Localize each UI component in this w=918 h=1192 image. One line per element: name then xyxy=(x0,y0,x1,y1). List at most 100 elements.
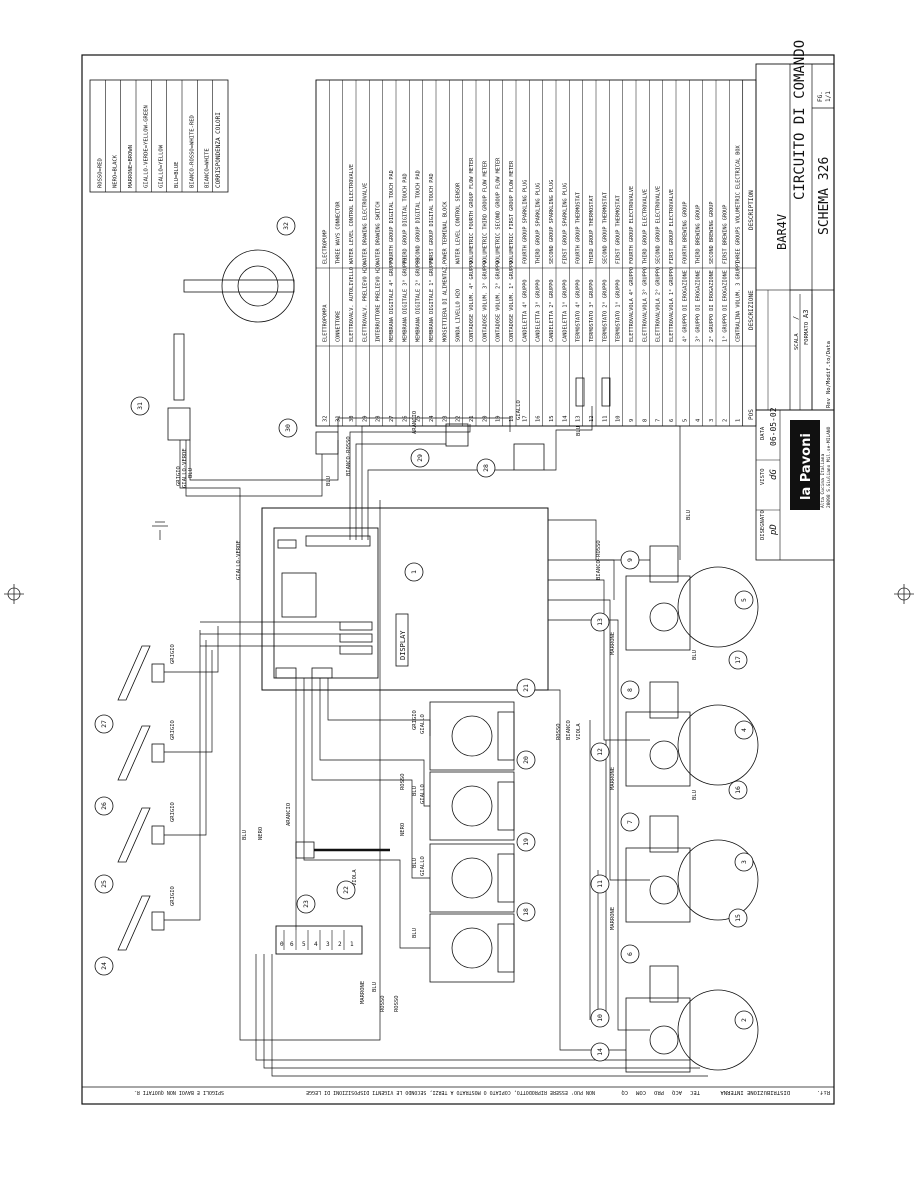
parts-it: TERMOSTATO 4° GRUPPO xyxy=(576,280,582,342)
callout-number: 23 xyxy=(302,900,310,908)
parts-en: VOLUMETRIC THIRD GROUP FLOW METER xyxy=(482,160,488,264)
callout-number: 10 xyxy=(596,1014,604,1022)
parts-pos: 24 xyxy=(429,416,435,423)
parts-en: FIRST GROUP THERMOSTAT xyxy=(616,195,622,264)
callout-bubble xyxy=(590,742,610,762)
control-box xyxy=(261,507,549,691)
label-rosso-right: ROSSO xyxy=(556,723,562,740)
parts-en: WATER LEVEL CONTROL SENSOR xyxy=(456,182,462,264)
parts-pos: 15 xyxy=(549,416,555,423)
parts-pos: 29 xyxy=(362,416,368,423)
parts-en: SECOND GROUP ELECTROVALVE xyxy=(656,186,662,264)
parts-it: 3° GRUPPO DI EROGAZIONE xyxy=(696,270,702,342)
callout-bubble xyxy=(516,832,536,852)
callout-number: 18 xyxy=(522,908,530,916)
callout-number: 30 xyxy=(284,424,292,432)
parts-en: SECOND BREWING GROUP xyxy=(709,202,715,264)
callout-number: 16 xyxy=(734,786,742,794)
parts-pos: 31 xyxy=(336,416,342,423)
callout-number: 26 xyxy=(100,802,108,810)
label-blu-30: BLU xyxy=(326,476,332,486)
label-blu-left: BLU xyxy=(242,830,248,840)
parts-en: WATER DRAWING SWITCH xyxy=(376,202,382,264)
svg-text:2: 2 xyxy=(338,941,342,948)
brand-logo xyxy=(790,420,820,510)
parts-en: FOURTH GROUP THERMOSTAT xyxy=(576,192,582,264)
label-blu-19: BLU xyxy=(412,858,418,868)
parts-en: FIRST GROUP ELECTROVALVE xyxy=(669,189,675,264)
parts-pos: 9 xyxy=(629,419,635,422)
parts-it: ELETTROVALVOLA 4° GRUPPO xyxy=(629,267,635,342)
footer-ref: Rif. xyxy=(817,1089,830,1095)
label-marrone-2: MARRONE xyxy=(610,907,616,930)
brand-line2: 20098 S.Giuliano Mil.se-MILANO xyxy=(826,426,832,508)
footer-legal: NON PUO' ESSERE RIPRODOTTO, COPIATO O MO… xyxy=(306,1089,595,1095)
footer-strip: Rif. DISTRIBUZIONE INTERNA TEC ACQ PRO C… xyxy=(134,1089,830,1095)
brewing-groups xyxy=(625,545,759,1073)
parts-en: SECOND GROUP THERMOSTAT xyxy=(602,192,608,264)
label-giallo-top: GIALLO xyxy=(516,400,522,420)
svg-text:4: 4 xyxy=(314,941,318,948)
parts-en: WATER LEVEL CONTROL ELECTROVALVE xyxy=(349,164,355,264)
scala-label: SCALA xyxy=(794,333,800,350)
parts-it: MEMBRANA DIGITALE 4° GRUPPO xyxy=(389,258,395,342)
parts-pos: 30 xyxy=(349,416,355,423)
callout-number: 9 xyxy=(626,558,634,562)
parts-pos: 32 xyxy=(322,416,328,423)
parts-pos: 8 xyxy=(642,419,648,422)
callout-bubble xyxy=(728,908,748,928)
parts-en: FOURTH GROUP SPARKLING PLUG xyxy=(522,180,528,264)
legend-item: GIALLO=YELLOW xyxy=(159,144,165,188)
visto-value: dG xyxy=(769,469,779,480)
parts-pos: 4 xyxy=(696,419,702,422)
footer-dept-0: TEC xyxy=(690,1089,700,1095)
parts-it: 1° GRUPPO DI EROGAZIONE xyxy=(722,270,728,342)
callout-bubble xyxy=(620,944,640,964)
label-grigio-27: GRIGIO xyxy=(170,644,176,664)
callout-number: 13 xyxy=(596,618,604,626)
parts-en: THIRD GROUP DIGITAL TOUCH PAD xyxy=(402,173,408,264)
parts-it: CANDELETTA 4° GRUPPO xyxy=(522,280,528,342)
label-viola-probe: VIOLA xyxy=(352,869,358,886)
footer-distribution: DISTRIBUZIONE INTERNA xyxy=(720,1089,790,1095)
parts-pos: 6 xyxy=(669,419,675,422)
parts-pos: 27 xyxy=(389,416,395,423)
svg-text:1: 1 xyxy=(350,941,354,948)
parts-it: CONTADOSE VOLUM. 3° GRUPPO xyxy=(482,261,488,342)
parts-it: CANDELETTA 2° GRUPPO xyxy=(549,280,555,342)
parts-en: FOURTH BREWING GROUP xyxy=(682,202,688,264)
schema-number: SCHEMA 326 xyxy=(817,157,832,235)
parts-en: FIRST GROUP DIGITAL TOUCH PAD xyxy=(429,173,435,264)
scala-value: / xyxy=(792,316,800,320)
parts-it: MEMBRANA DIGITALE 3° GRUPPO xyxy=(402,258,408,342)
callout-number: 6 xyxy=(626,952,634,956)
keypads xyxy=(117,645,165,951)
label-blu-top: BLU xyxy=(188,468,194,478)
footer-notes: SPIGOLI E BAVOI NON QUOTATI R. xyxy=(134,1089,224,1095)
parts-pos: 5 xyxy=(682,419,688,422)
callout-number: 8 xyxy=(626,688,634,692)
callout-number: 19 xyxy=(522,838,530,846)
parts-pos: 2 xyxy=(722,419,728,422)
callout-number: 3 xyxy=(740,860,748,864)
callout-bubble xyxy=(336,880,356,900)
callout-bubble xyxy=(734,852,754,872)
label-giallo-verde: GIALLO-VERDE xyxy=(236,540,242,580)
legend-item: NERO=BLACK xyxy=(113,154,119,188)
parts-en: VOLUMETRIC FOURTH GROUP FLOW METER xyxy=(469,157,475,264)
brand-line1: Alta Cucina Italiana xyxy=(820,454,826,508)
callout-number: 31 xyxy=(136,402,144,410)
parts-it: CONTADOSE VOLUM. 4° GRUPPO xyxy=(469,261,475,342)
rev-label: Rev xyxy=(826,397,832,408)
parts-pos: 22 xyxy=(456,416,462,423)
parts-it: TERMOSTATO 1° GRUPPO xyxy=(616,280,622,342)
label-blu-g4: BLU xyxy=(692,650,698,660)
label-marrone-3: MARRONE xyxy=(610,767,616,790)
parts-header-pos: POS xyxy=(748,409,755,420)
parts-en: FOURTH GROUP DIGITAL TOUCH PAD xyxy=(389,170,395,264)
callout-number: 15 xyxy=(734,914,742,922)
parts-pos: 26 xyxy=(402,416,408,423)
parts-pos: 20 xyxy=(482,416,488,423)
